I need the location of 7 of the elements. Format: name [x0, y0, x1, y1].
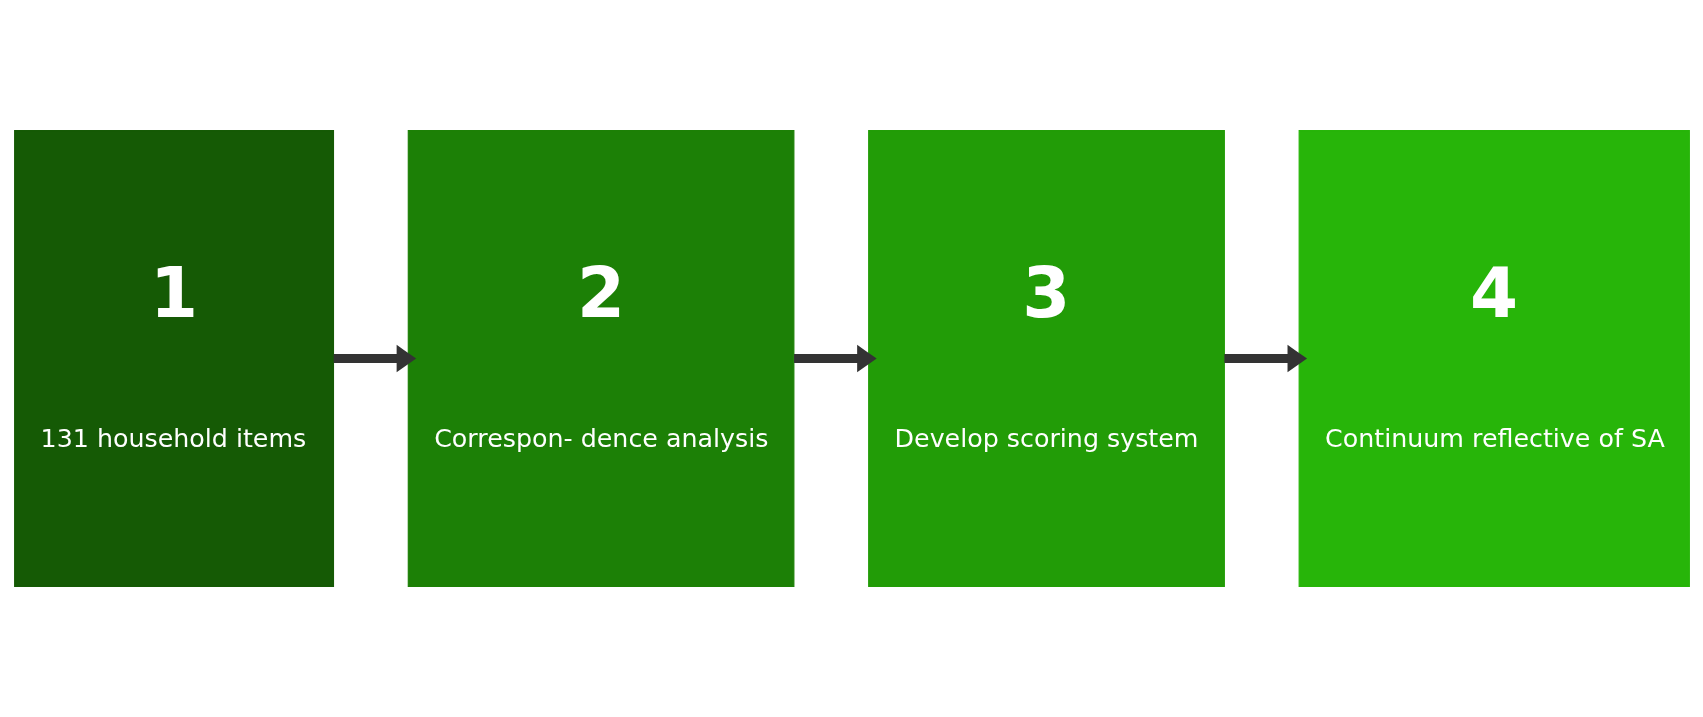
arrow	[793, 344, 877, 373]
node-box: 2 Correspon- dence analysis	[407, 130, 794, 587]
node-box: 4 Continuum reflective of SA	[1298, 130, 1690, 587]
node-box: 1 131 household items	[13, 130, 334, 587]
arrow	[333, 344, 416, 373]
node-box: 3 Develop scoring system	[867, 130, 1225, 587]
arrow	[1223, 344, 1307, 373]
